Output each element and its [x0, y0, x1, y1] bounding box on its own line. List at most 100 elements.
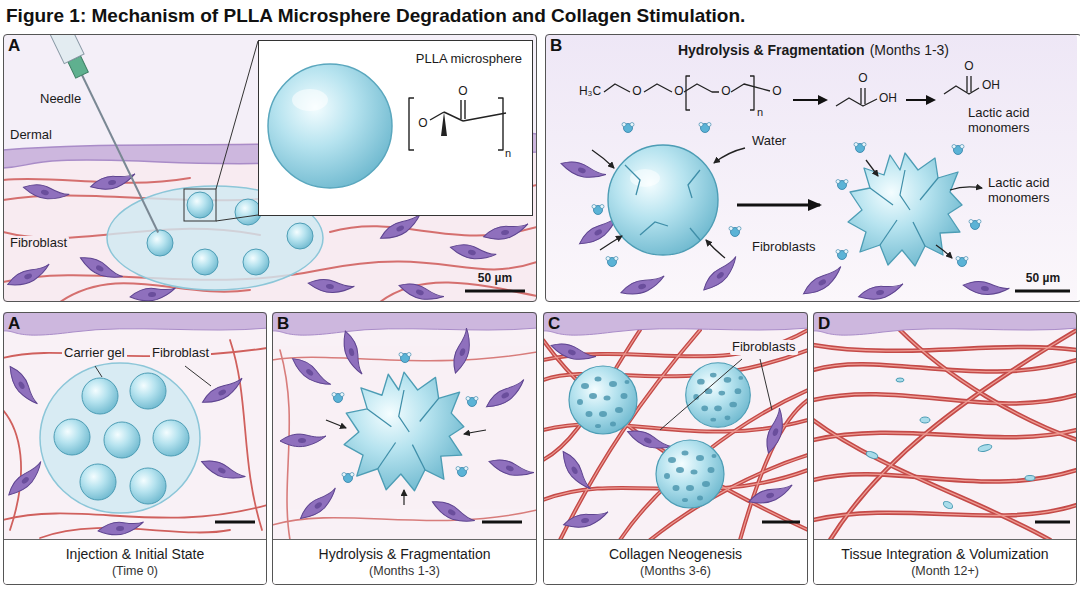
chemical-bond	[463, 113, 506, 121]
porous-microsphere	[686, 363, 751, 428]
chemical-bond	[966, 76, 967, 92]
fibroblast-cell	[562, 510, 609, 530]
fibroblast-cell	[619, 274, 667, 298]
fibroblast-cell	[289, 353, 332, 392]
heading-period: (Months 1-3)	[870, 42, 949, 58]
figure-title: Figure 1: Mechanism of PLLA Microsphere …	[6, 5, 745, 27]
collagen-fiber	[3, 348, 267, 358]
plla-microsphere	[153, 420, 189, 456]
chemical-bond	[444, 112, 463, 121]
caption-box: Injection & Initial State(Time 0)	[4, 539, 266, 584]
fibroblast-cell	[5, 363, 39, 409]
heading-title: Hydrolysis & Fragmentation	[678, 42, 865, 58]
product-label: Lactic acid monomers	[968, 106, 1046, 136]
fibroblast-cell	[98, 520, 145, 537]
plla-fragment	[848, 153, 962, 266]
cell-label: Fibroblast	[8, 236, 69, 251]
chemical-bond	[498, 98, 503, 150]
chemical-bond	[409, 98, 414, 150]
reaction-arrow	[906, 99, 934, 101]
panel-background	[3, 312, 267, 585]
porous-microsphere	[656, 440, 724, 508]
fibroblast-cell	[340, 329, 364, 377]
chemical-bond	[860, 88, 861, 104]
diffusion-arrow	[326, 420, 486, 505]
panel-letter: B	[277, 314, 289, 334]
water-molecule	[456, 467, 468, 477]
stage-title: Injection & Initial State	[66, 546, 205, 563]
atom-symbol: O	[674, 85, 683, 99]
reaction-arrow	[793, 99, 826, 101]
fibroblast-cell	[280, 327, 535, 529]
zoom-leader	[216, 41, 258, 189]
syringe-needle	[45, 34, 84, 64]
integration-illustration	[813, 312, 1077, 585]
panel-letter: D	[818, 314, 830, 334]
plla-microsphere	[54, 419, 90, 455]
plla-microsphere	[625, 165, 640, 195]
plla-microsphere	[192, 249, 218, 275]
panel-background	[543, 312, 808, 585]
water-molecule	[729, 227, 741, 237]
water-molecule	[342, 473, 354, 483]
scale-bar	[1015, 290, 1070, 293]
product-label: Lactic acid monomers	[988, 176, 1066, 206]
panel-letter: A	[8, 36, 20, 56]
fibroblast-cell	[800, 265, 846, 299]
fibroblast-cell	[397, 279, 445, 302]
injection-illustration	[3, 34, 537, 302]
fibroblast-cell	[280, 434, 326, 447]
leader-line	[660, 359, 742, 430]
chemical-bond	[750, 76, 754, 110]
reaction-arrow	[737, 204, 820, 207]
plla-microsphere	[630, 169, 660, 187]
diffusion-arrow	[326, 420, 346, 428]
caption-box: Collagen Neogenesis(Months 3-6)	[544, 539, 807, 584]
panel-letter: A	[8, 314, 20, 334]
hydrolysis-illustration	[545, 34, 1077, 302]
plla-microsphere	[130, 468, 166, 504]
fragmentation-illustration	[272, 312, 537, 585]
leader-line	[760, 359, 772, 410]
water-molecule	[969, 220, 981, 230]
plla-fragment	[344, 372, 464, 491]
chemical-bond	[604, 84, 630, 92]
water-molecule	[952, 145, 964, 155]
scale-bar	[762, 521, 800, 524]
stage-title: Collagen Neogenesis	[609, 546, 742, 563]
plla-microsphere	[82, 378, 118, 414]
plla-microsphere	[54, 373, 189, 504]
inset-background	[258, 40, 533, 216]
scale-bar	[482, 521, 522, 524]
plla-microsphere	[130, 373, 166, 409]
chemical-bond	[464, 100, 465, 119]
water-molecule	[836, 180, 848, 190]
water-molecule	[836, 250, 848, 260]
plla-microsphere	[640, 222, 668, 235]
chemical-bond	[644, 84, 672, 92]
fibroblast-cell	[130, 286, 177, 302]
atom-symbol: O	[418, 117, 427, 131]
neogenesis-illustration	[543, 312, 808, 585]
water-molecule	[606, 257, 618, 267]
chemical-bond	[430, 112, 444, 120]
atom-symbol: O	[458, 85, 467, 99]
chemical-bond	[460, 100, 461, 119]
fibroblast-cell	[449, 327, 477, 375]
panel-box: DTissue Integration & Volumization(Month…	[813, 312, 1077, 585]
fibroblast-cell	[482, 222, 529, 242]
zoom-leader	[184, 41, 258, 221]
water-molecule	[592, 123, 981, 267]
plla-fragment	[977, 443, 992, 452]
diffusion-arrow	[936, 245, 952, 258]
chemical-bond	[686, 76, 690, 110]
collagen-fiber	[3, 340, 267, 538]
atom-symbol: O	[721, 85, 730, 99]
fibroblast-cell	[4, 460, 47, 499]
panel-background	[3, 34, 537, 302]
syringe-needle	[82, 75, 158, 233]
reagent-label: Water	[752, 134, 786, 149]
skin-layer	[3, 312, 267, 335]
